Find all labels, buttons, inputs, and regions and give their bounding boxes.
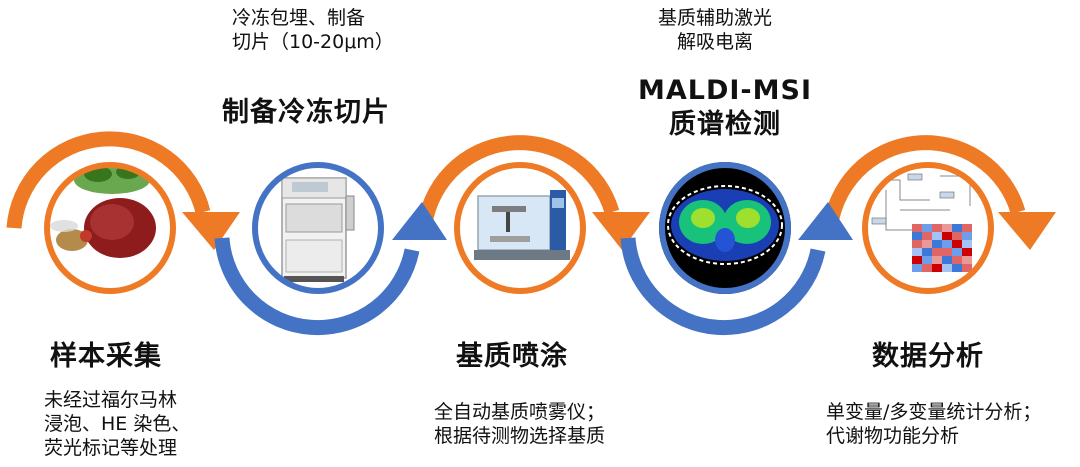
step-1-desc-line-1: 未经过福尔马林 xyxy=(44,389,178,411)
step-5-description: 单变量/多变量统计分析； 代谢物功能分析 xyxy=(826,400,1041,448)
step-2-title: 制备冷冻切片 xyxy=(222,97,390,128)
step-4-description: 基质辅助激光 解吸电离 xyxy=(640,6,790,54)
pathway-heatmap-icon xyxy=(866,166,990,290)
step-2-description: 冷冻包埋、制备 切片（10-20μm） xyxy=(232,6,394,54)
blue-arrowhead-2 xyxy=(798,202,853,240)
blue-arrowhead-1 xyxy=(392,202,447,240)
blue-arc-1 xyxy=(214,237,420,336)
orange-arc-2 xyxy=(416,135,620,233)
step-1-desc-line-2: 浸泡、HE 染色、 xyxy=(44,413,191,435)
sample-fly-liver-icon xyxy=(48,166,172,290)
step-4-title: MALDI-MSI 质谱检测 xyxy=(630,74,820,142)
brain-section-heatmap-icon xyxy=(663,166,787,290)
step-1-title: 样本采集 xyxy=(50,341,162,372)
step-4-image xyxy=(659,162,791,294)
step-4-desc-line-1: 基质辅助激光 xyxy=(657,7,772,29)
step-4-desc-line-2: 解吸电离 xyxy=(676,31,753,53)
step-3-desc-line-2: 根据待测物选择基质 xyxy=(434,425,606,447)
step-2-desc-line-2: 切片（10-20μm） xyxy=(232,31,394,53)
step-2-image xyxy=(252,162,384,294)
step-3-image xyxy=(454,162,586,294)
step-5-desc-line-1: 单变量/多变量统计分析； xyxy=(826,401,1042,423)
orange-arrowhead-1 xyxy=(182,212,240,250)
cryostat-icon xyxy=(281,177,355,282)
step-3-description: 全自动基质喷雾仪； 根据待测物选择基质 xyxy=(434,400,605,448)
step-1-image xyxy=(44,162,176,294)
step-4-title-line-2: 质谱检测 xyxy=(669,109,781,140)
step-3-title: 基质喷涂 xyxy=(456,341,568,372)
step-5-title: 数据分析 xyxy=(872,341,984,372)
step-1-description: 未经过福尔马林 浸泡、HE 染色、 荧光标记等处理 xyxy=(44,388,190,460)
step-3-desc-line-1: 全自动基质喷雾仪； xyxy=(434,401,606,423)
orange-arrowhead-2 xyxy=(592,212,650,250)
heatmap-grid xyxy=(912,224,972,272)
step-5-image xyxy=(862,162,994,294)
step-1-desc-line-3: 荧光标记等处理 xyxy=(44,437,178,459)
step-4-title-line-1: MALDI-MSI xyxy=(638,75,812,106)
matrix-sprayer-icon xyxy=(474,190,570,260)
orange-arc-3 xyxy=(822,135,1026,233)
step-2-desc-line-1: 冷冻包埋、制备 xyxy=(232,7,366,29)
blue-arc-2 xyxy=(620,237,826,336)
orange-arc-1 xyxy=(6,131,211,229)
step-5-desc-line-2: 代谢物功能分析 xyxy=(826,425,960,447)
orange-arrowhead-3 xyxy=(998,212,1056,250)
